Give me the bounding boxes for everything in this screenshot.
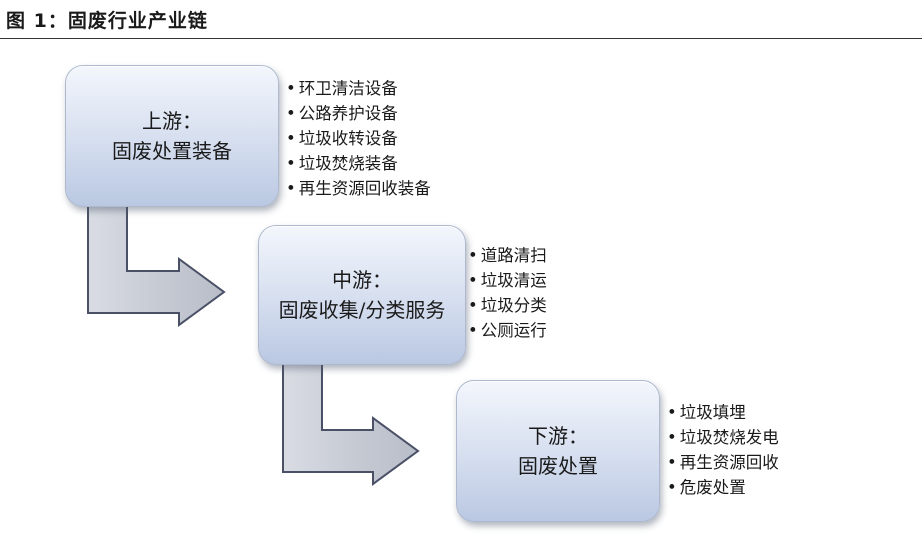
figure-title: 图 1：固废行业产业链 [6, 10, 208, 32]
list-item: 垃圾收转设备 [286, 126, 431, 151]
list-item: 垃圾填埋 [667, 400, 779, 425]
stage-box-downstream: 下游： 固废处置 [456, 380, 660, 522]
stage-name: 下游： [528, 424, 588, 448]
stage-description: 固废收集/分类服务 [278, 298, 446, 322]
stage-items-upstream: 环卫清洁设备 公路养护设备 垃圾收转设备 垃圾焚烧装备 再生资源回收装备 [286, 76, 431, 201]
stage-items-downstream: 垃圾填埋 垃圾焚烧发电 再生资源回收 危废处置 [667, 400, 779, 500]
stage-description: 固废处置装备 [112, 139, 232, 163]
list-item: 道路清扫 [468, 243, 547, 268]
stage-items-midstream: 道路清扫 垃圾清运 垃圾分类 公厕运行 [468, 243, 547, 343]
list-item: 垃圾分类 [468, 293, 547, 318]
list-item: 再生资源回收装备 [286, 176, 431, 201]
list-item: 垃圾焚烧发电 [667, 425, 779, 450]
stage-box-upstream: 上游： 固废处置装备 [65, 65, 279, 207]
title-divider [0, 38, 922, 39]
list-item: 垃圾焚烧装备 [286, 151, 431, 176]
list-item: 危废处置 [667, 475, 779, 500]
flow-arrow-upstream-to-midstream [87, 204, 226, 327]
stage-name: 中游： [332, 268, 392, 292]
stage-box-midstream: 中游： 固废收集/分类服务 [258, 225, 466, 365]
list-item: 公路养护设备 [286, 101, 431, 126]
list-item: 公厕运行 [468, 318, 547, 343]
list-item: 环卫清洁设备 [286, 76, 431, 101]
list-item: 再生资源回收 [667, 450, 779, 475]
flow-arrow-midstream-to-downstream [282, 363, 420, 486]
list-item: 垃圾清运 [468, 268, 547, 293]
stage-name: 上游： [142, 109, 202, 133]
stage-description: 固废处置 [518, 454, 598, 478]
